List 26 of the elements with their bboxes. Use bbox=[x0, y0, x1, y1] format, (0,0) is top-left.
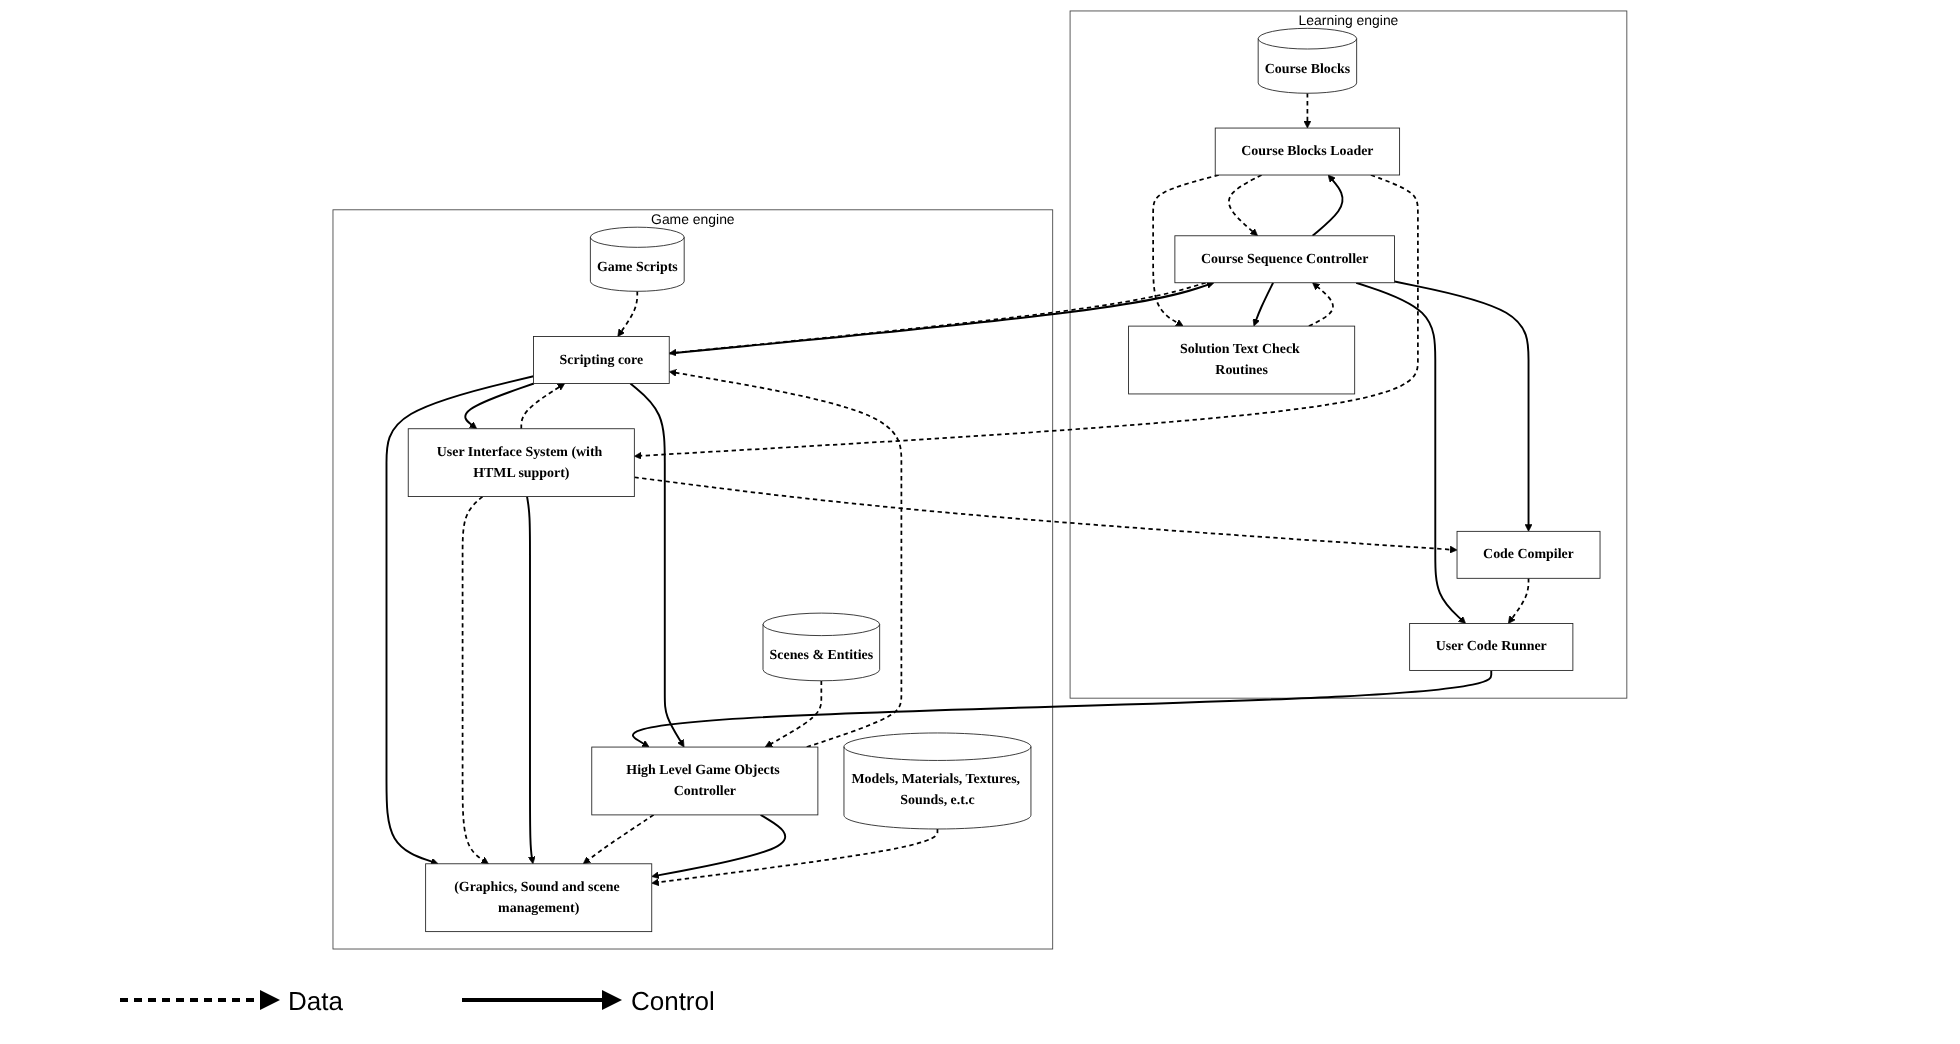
arrow bbox=[583, 814, 655, 865]
arrow bbox=[1508, 577, 1530, 624]
arrow bbox=[1311, 174, 1344, 237]
arrow bbox=[765, 679, 823, 748]
arrow bbox=[464, 382, 535, 430]
arrow bbox=[1228, 174, 1263, 237]
arrow bbox=[461, 495, 489, 865]
arrow bbox=[1393, 280, 1533, 532]
legend-label: Control bbox=[630, 985, 715, 1015]
arrow bbox=[634, 174, 1419, 460]
arrow bbox=[617, 290, 639, 337]
arrow bbox=[526, 495, 536, 865]
arrow bbox=[1152, 174, 1220, 327]
arrow bbox=[1308, 282, 1334, 327]
arrow bbox=[1303, 92, 1312, 129]
arrow bbox=[520, 383, 566, 430]
arrow bbox=[1252, 281, 1275, 327]
arrow bbox=[633, 476, 1458, 554]
arrow bbox=[385, 375, 535, 866]
legend-label: Data bbox=[288, 985, 343, 1015]
arrow bbox=[1355, 281, 1467, 624]
arrow bbox=[669, 369, 903, 748]
arrow bbox=[651, 828, 939, 887]
arrow bbox=[651, 813, 787, 879]
arrow bbox=[629, 382, 685, 748]
arrow bbox=[632, 669, 1493, 748]
